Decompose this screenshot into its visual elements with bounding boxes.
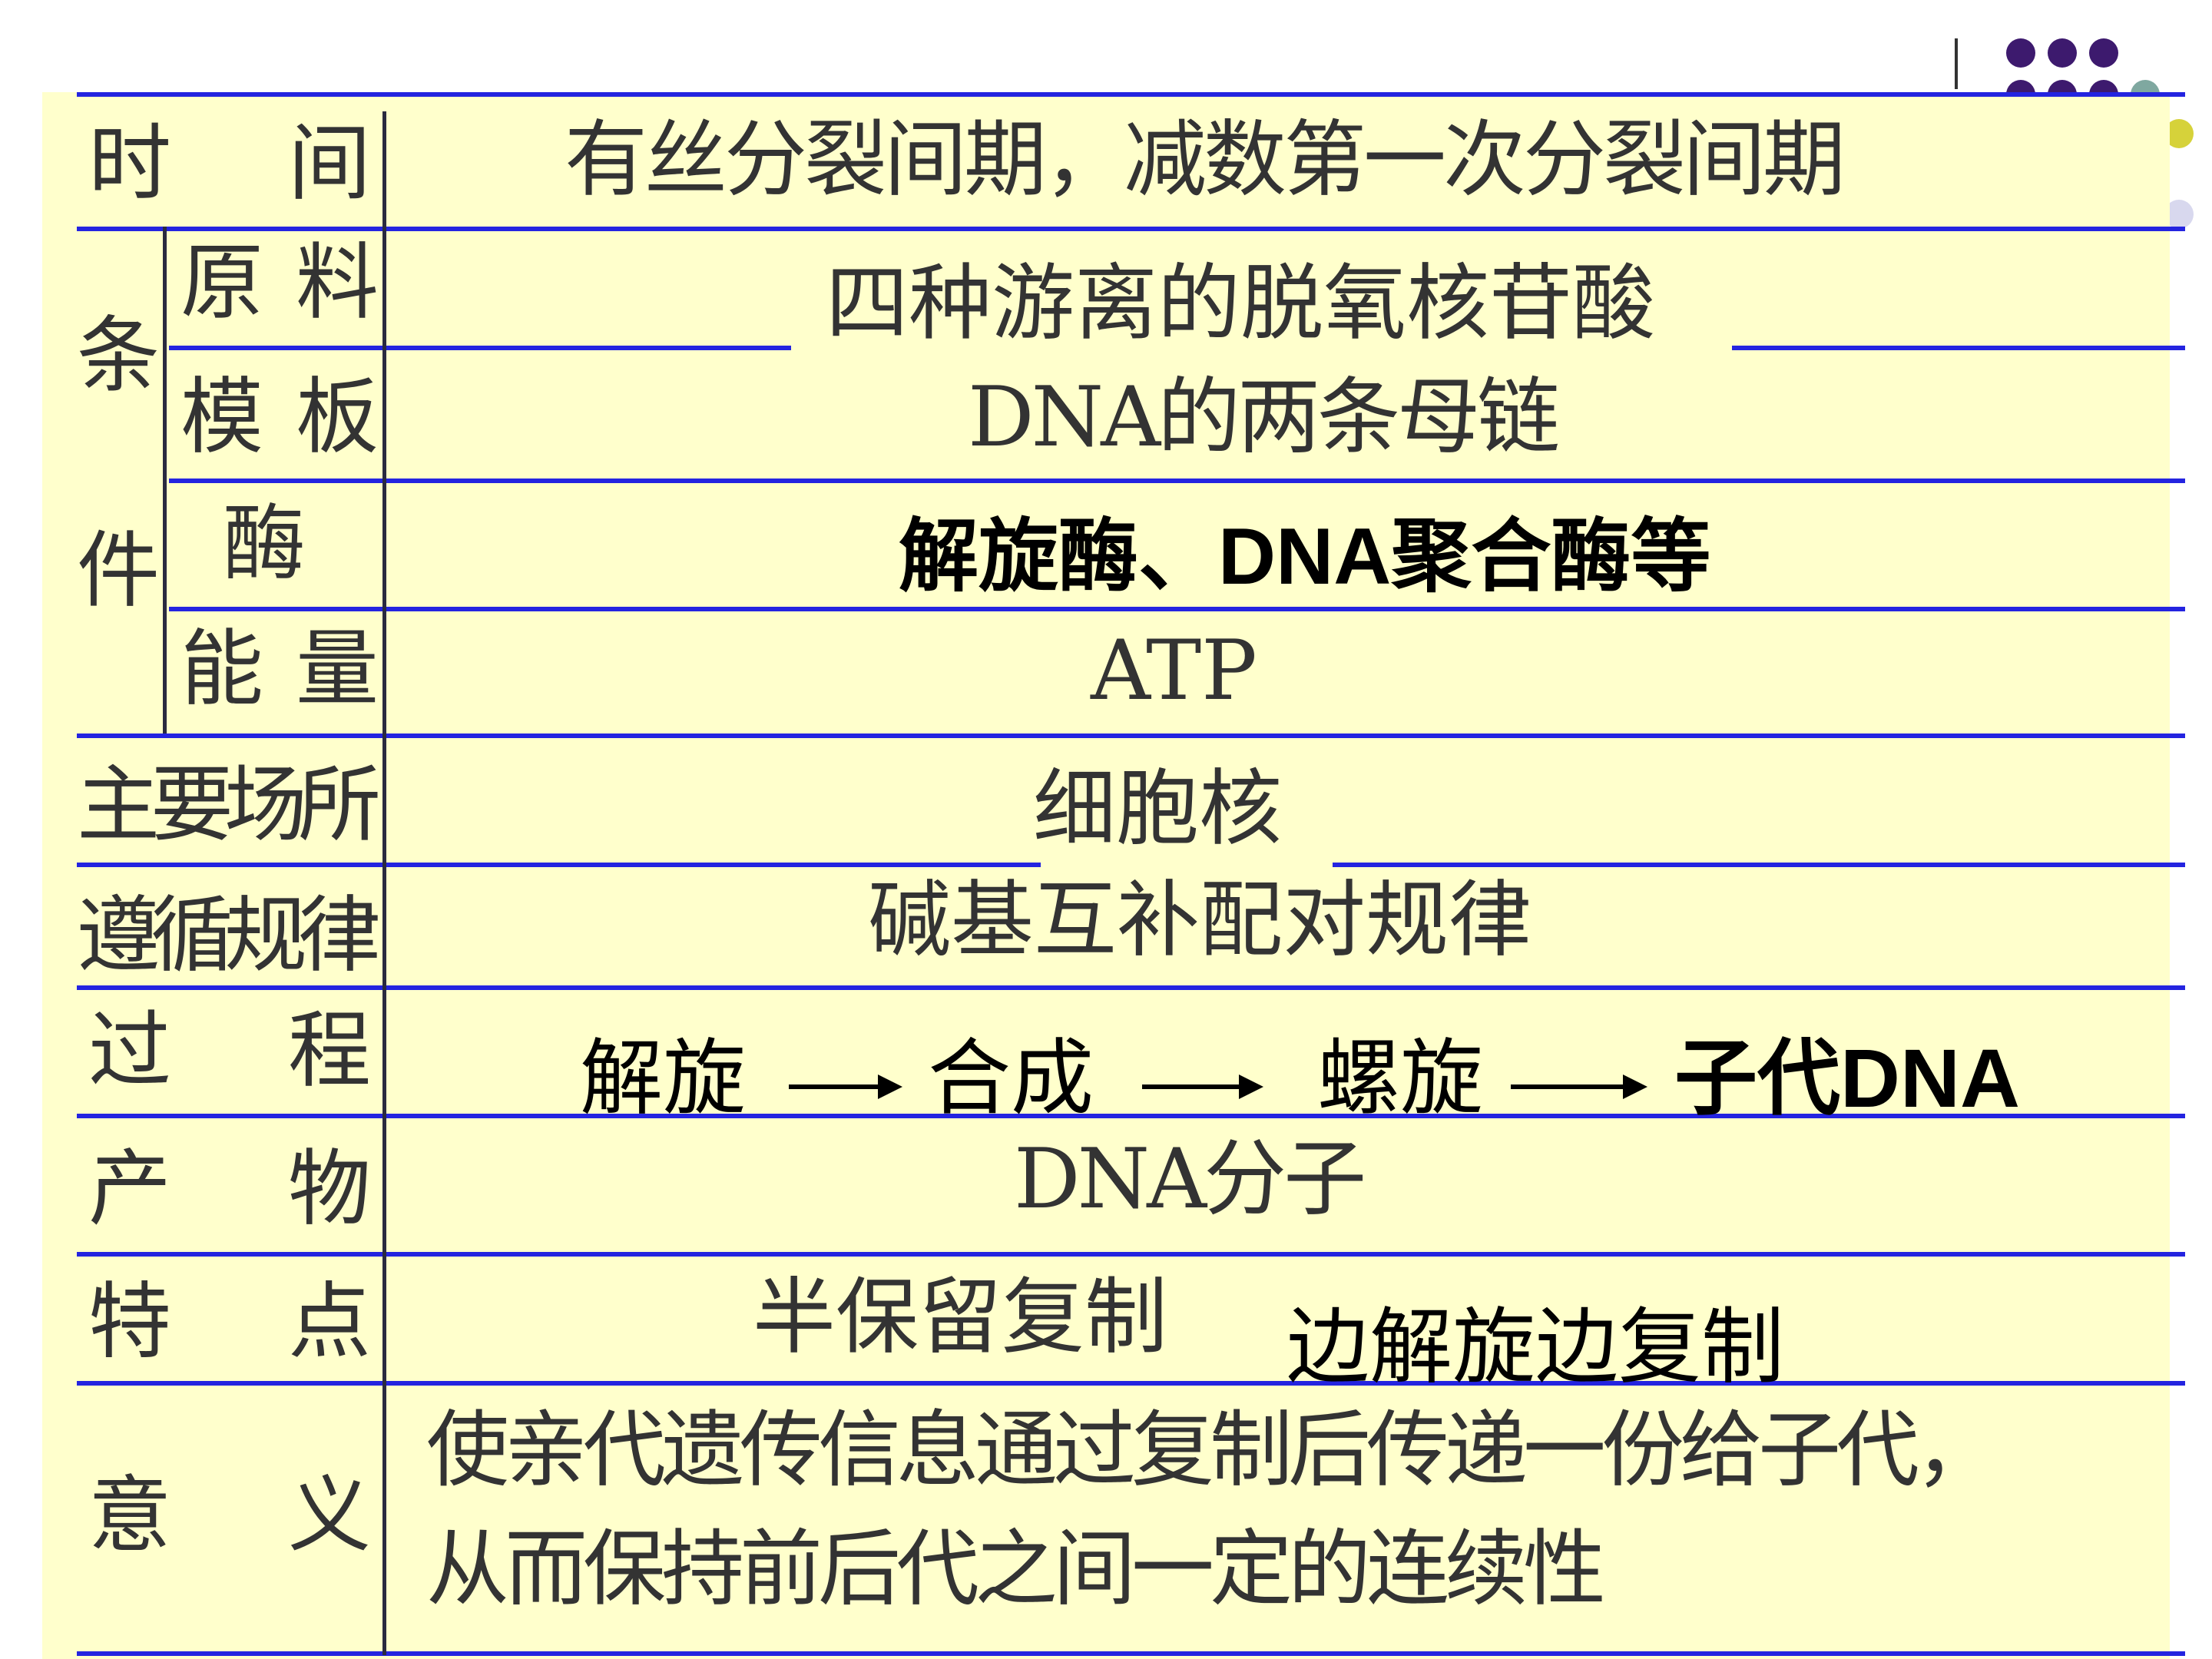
significance-label-a: 意: [88, 1468, 172, 1564]
column-divider: [163, 227, 167, 733]
conditions-label-a: 条: [77, 308, 161, 404]
purple-dot-icon: [2089, 38, 2118, 68]
column-divider: [382, 111, 386, 1655]
process-step: 解旋: [580, 1031, 747, 1124]
features-extra: 边解旋边复制: [1286, 1300, 1785, 1393]
significance-line-1: 使亲代遗传信息通过复制后传递一份给子代，: [426, 1402, 1998, 1498]
time-value: 有丝分裂间期，减数第一次分裂间期: [565, 112, 1846, 208]
divider-line: [1955, 38, 1958, 89]
features-label-a: 特: [88, 1274, 172, 1370]
row-divider: [169, 607, 2185, 611]
arrow-right-icon: [1511, 1075, 1647, 1099]
time-label-b: 间: [288, 116, 372, 212]
significance-line-2: 从而保持前后代之间一定的连续性: [426, 1522, 1606, 1618]
purple-dot-icon: [2006, 38, 2035, 68]
energy-label-a: 能: [180, 621, 264, 717]
process-step-product: 子代DNA: [1674, 1031, 2020, 1124]
row-divider: [77, 1651, 2185, 1656]
row-divider: [77, 733, 2185, 738]
product-value: DNA分子: [1014, 1131, 1366, 1227]
raw-material-label-b: 料: [296, 235, 379, 331]
site-value: 细胞核: [1033, 761, 1283, 857]
arrow-right-icon: [1142, 1075, 1263, 1099]
rule-label: 遵循规律: [77, 888, 381, 984]
row-divider: [77, 863, 1041, 867]
energy-value: ATP: [1091, 623, 1257, 719]
process-step: 合成: [928, 1031, 1094, 1124]
row-divider: [1333, 863, 2185, 867]
row-divider: [77, 92, 2185, 97]
row-divider: [77, 1252, 2185, 1257]
arrow-right-icon: [789, 1075, 902, 1099]
row-divider: [77, 1381, 2185, 1386]
features-label-b: 点: [288, 1274, 372, 1370]
product-label-b: 物: [288, 1141, 372, 1237]
enzyme-value: 解旋酶、DNA聚合酶等: [899, 512, 1711, 601]
process-label-b: 程: [288, 1003, 372, 1099]
row-divider: [169, 478, 2185, 483]
template-label-a: 模: [180, 369, 264, 465]
row-divider: [77, 1114, 2185, 1118]
enzyme-label: 酶: [223, 496, 306, 592]
row-divider: [1732, 346, 2185, 350]
purple-dot-icon: [2048, 38, 2077, 68]
process-label-a: 过: [88, 1003, 172, 1099]
energy-label-b: 量: [296, 621, 379, 717]
raw-material-value: 四种游离的脱氧核苷酸: [826, 256, 1656, 352]
row-divider: [169, 346, 791, 350]
rule-value: 碱基互补配对规律: [868, 873, 1532, 969]
site-label: 主要场所: [77, 757, 381, 853]
conditions-label-b: 件: [77, 523, 161, 619]
row-divider: [77, 227, 2185, 231]
process-step: 螺旋: [1317, 1031, 1484, 1124]
significance-label-b: 义: [288, 1468, 372, 1564]
product-label-a: 产: [88, 1141, 172, 1237]
raw-material-label-a: 原: [180, 235, 264, 331]
template-value: DNA的两条母链: [968, 369, 1560, 465]
table-panel: 时 间 有丝分裂间期，减数第一次分裂间期 条 件 原 料 四种游离的脱氧核苷酸 …: [42, 92, 2185, 1659]
template-label-b: 板: [296, 369, 379, 465]
features-value: 半保留复制: [753, 1270, 1168, 1366]
time-label-a: 时: [88, 116, 172, 212]
row-divider: [77, 985, 2185, 990]
